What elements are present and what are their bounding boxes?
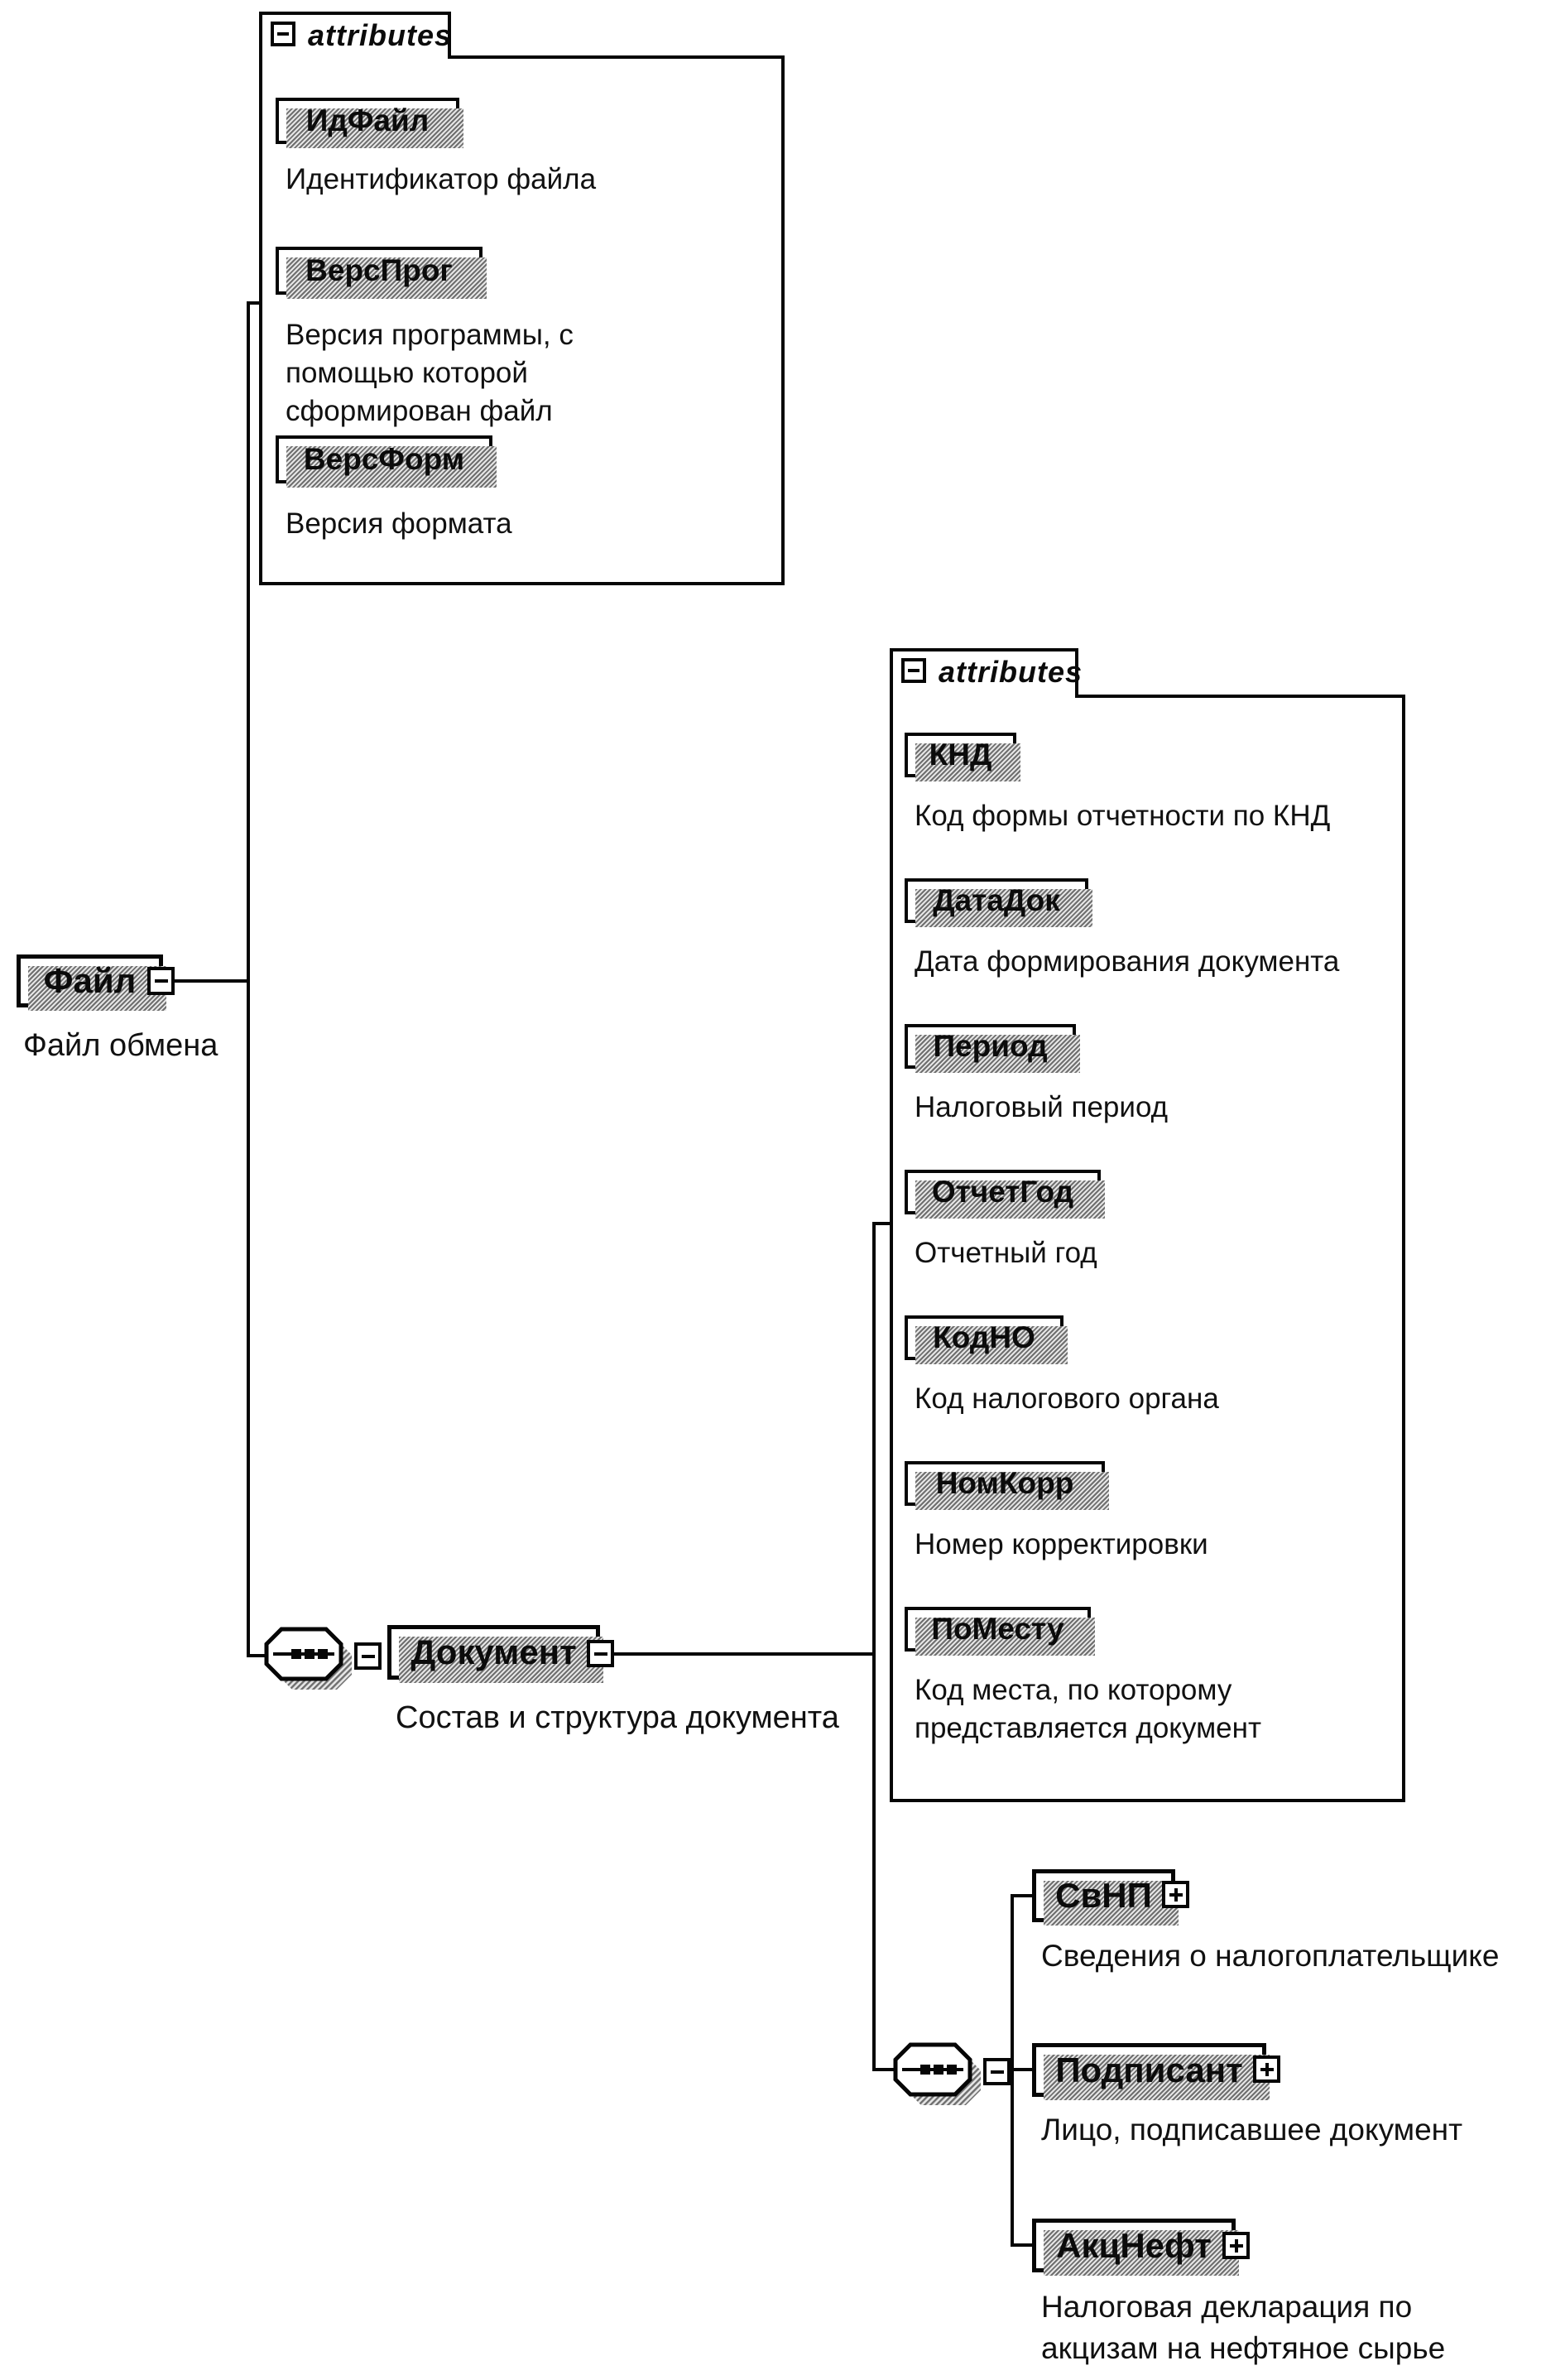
connector-child-svnp-stub [1011, 1894, 1034, 1897]
attrs1-border-left [259, 12, 262, 585]
attrs1-tab-top [259, 12, 451, 15]
collapse-icon[interactable] [271, 22, 295, 46]
connector-file-element [170, 979, 250, 983]
attribute-name: ИдФайл [305, 103, 430, 137]
sequence-icon[interactable] [255, 1618, 367, 1697]
attribute-versform[interactable]: ВерсФорм [276, 435, 497, 488]
connector-file-sequence-stub [247, 1654, 270, 1657]
element-podpisant-description: Лицо, подписавшее документ [1041, 2113, 1463, 2147]
attrs2-border-left [890, 648, 893, 1802]
collapse-icon[interactable] [587, 1640, 614, 1667]
element-podpisant[interactable]: Подписант [1032, 2043, 1270, 2100]
collapse-icon[interactable] [983, 2058, 1011, 2085]
expand-icon[interactable] [1253, 2055, 1280, 2083]
connector-child-akcneft-stub [1011, 2243, 1034, 2247]
connector-document-attrs-stub [872, 1222, 892, 1225]
attribute-name: НомКорр [935, 1466, 1074, 1500]
element-file[interactable]: Файл [17, 954, 166, 1011]
attribute-name: КодНО [933, 1320, 1035, 1354]
attribute-nomkorr-description: Номер корректировки [915, 1528, 1208, 1560]
attribute-pomestu-description: Код места, по которому представляется до… [915, 1674, 1262, 1744]
element-akcneft-description: Налоговая декларация по акцизам на нефтя… [1041, 2290, 1446, 2365]
attrs1-border-right [781, 55, 785, 585]
attribute-name: ПоМесту [931, 1612, 1064, 1646]
attribute-kodno[interactable]: КодНО [905, 1315, 1068, 1364]
attribute-versprog-description: Версия программы, с помощью которой сфор… [286, 319, 574, 427]
attributes-tab-label: attributes [939, 655, 1083, 689]
attribute-nomkorr[interactable]: НомКорр [905, 1461, 1109, 1510]
collapse-icon[interactable] [901, 658, 926, 683]
attribute-versform-description: Версия формата [286, 507, 512, 540]
attribute-pomestu[interactable]: ПоМесту [905, 1607, 1095, 1656]
attrs2-border-bottom [890, 1799, 1405, 1802]
attribute-knd[interactable]: КНД [905, 733, 1020, 781]
expand-icon[interactable] [1222, 2232, 1250, 2259]
collapse-icon[interactable] [147, 967, 175, 995]
attribute-datadok-description: Дата формирования документа [915, 945, 1340, 978]
attribute-otchetgod[interactable]: ОтчетГод [905, 1170, 1105, 1219]
attributes-tab-label: attributes [308, 18, 453, 52]
attribute-idfile[interactable]: ИдФайл [276, 98, 463, 148]
element-name: Подписант [1055, 2050, 1243, 2089]
element-file-description: Файл обмена [23, 1028, 218, 1063]
connector-document-sequence-stub [872, 2068, 899, 2071]
element-document[interactable]: Документ [387, 1625, 603, 1683]
attrs1-border-bottom [259, 582, 785, 585]
element-document-description: Состав и структура документа [396, 1700, 839, 1735]
sequence-icon[interactable] [884, 2033, 996, 2113]
attribute-name: ОтчетГод [931, 1175, 1074, 1209]
element-akcneft[interactable]: АкцНефт [1032, 2219, 1239, 2276]
attribute-versprog[interactable]: ВерсПрог [276, 247, 487, 299]
attrs2-border-right [1402, 695, 1405, 1802]
attrs2-border-top [1075, 695, 1405, 698]
expand-icon[interactable] [1162, 1881, 1189, 1908]
connector-file-attrs-stub [247, 301, 262, 305]
element-name: СвНП [1055, 1876, 1152, 1915]
element-name: АкцНефт [1056, 2225, 1212, 2265]
connector-document-trunk [872, 1222, 876, 2071]
element-name: Файл [43, 961, 137, 1000]
attribute-kodno-description: Код налогового органа [915, 1382, 1219, 1415]
attribute-name: ВерсПрог [305, 253, 453, 287]
attribute-period-description: Налоговый период [915, 1091, 1169, 1123]
attribute-name: Период [933, 1029, 1048, 1063]
attrs2-tab-right [1075, 648, 1078, 698]
attrs1-tab-right [448, 12, 451, 59]
attribute-datadok[interactable]: ДатаДок [905, 878, 1092, 927]
attribute-idfile-description: Идентификатор файла [286, 163, 597, 195]
element-svnp-description: Сведения о налогоплательщике [1041, 1939, 1500, 1973]
attrs2-tab-top [890, 648, 1078, 651]
attribute-name: КНД [929, 738, 992, 772]
connector-sequence2-signer [1010, 2068, 1034, 2071]
element-svnp[interactable]: СвНП [1032, 1869, 1179, 1926]
connector-document-element [611, 1652, 876, 1656]
element-name: Документ [411, 1632, 577, 1671]
attribute-period[interactable]: Период [905, 1024, 1080, 1073]
attribute-knd-description: Код формы отчетности по КНД [915, 800, 1331, 832]
attribute-name: ВерсФорм [303, 442, 465, 476]
attribute-name: ДатаДок [933, 883, 1060, 917]
collapse-icon[interactable] [354, 1642, 382, 1670]
connector-children-trunk [1011, 1894, 1014, 2247]
attribute-otchetgod-description: Отчетный год [915, 1237, 1097, 1269]
attrs1-border-top [448, 55, 785, 59]
